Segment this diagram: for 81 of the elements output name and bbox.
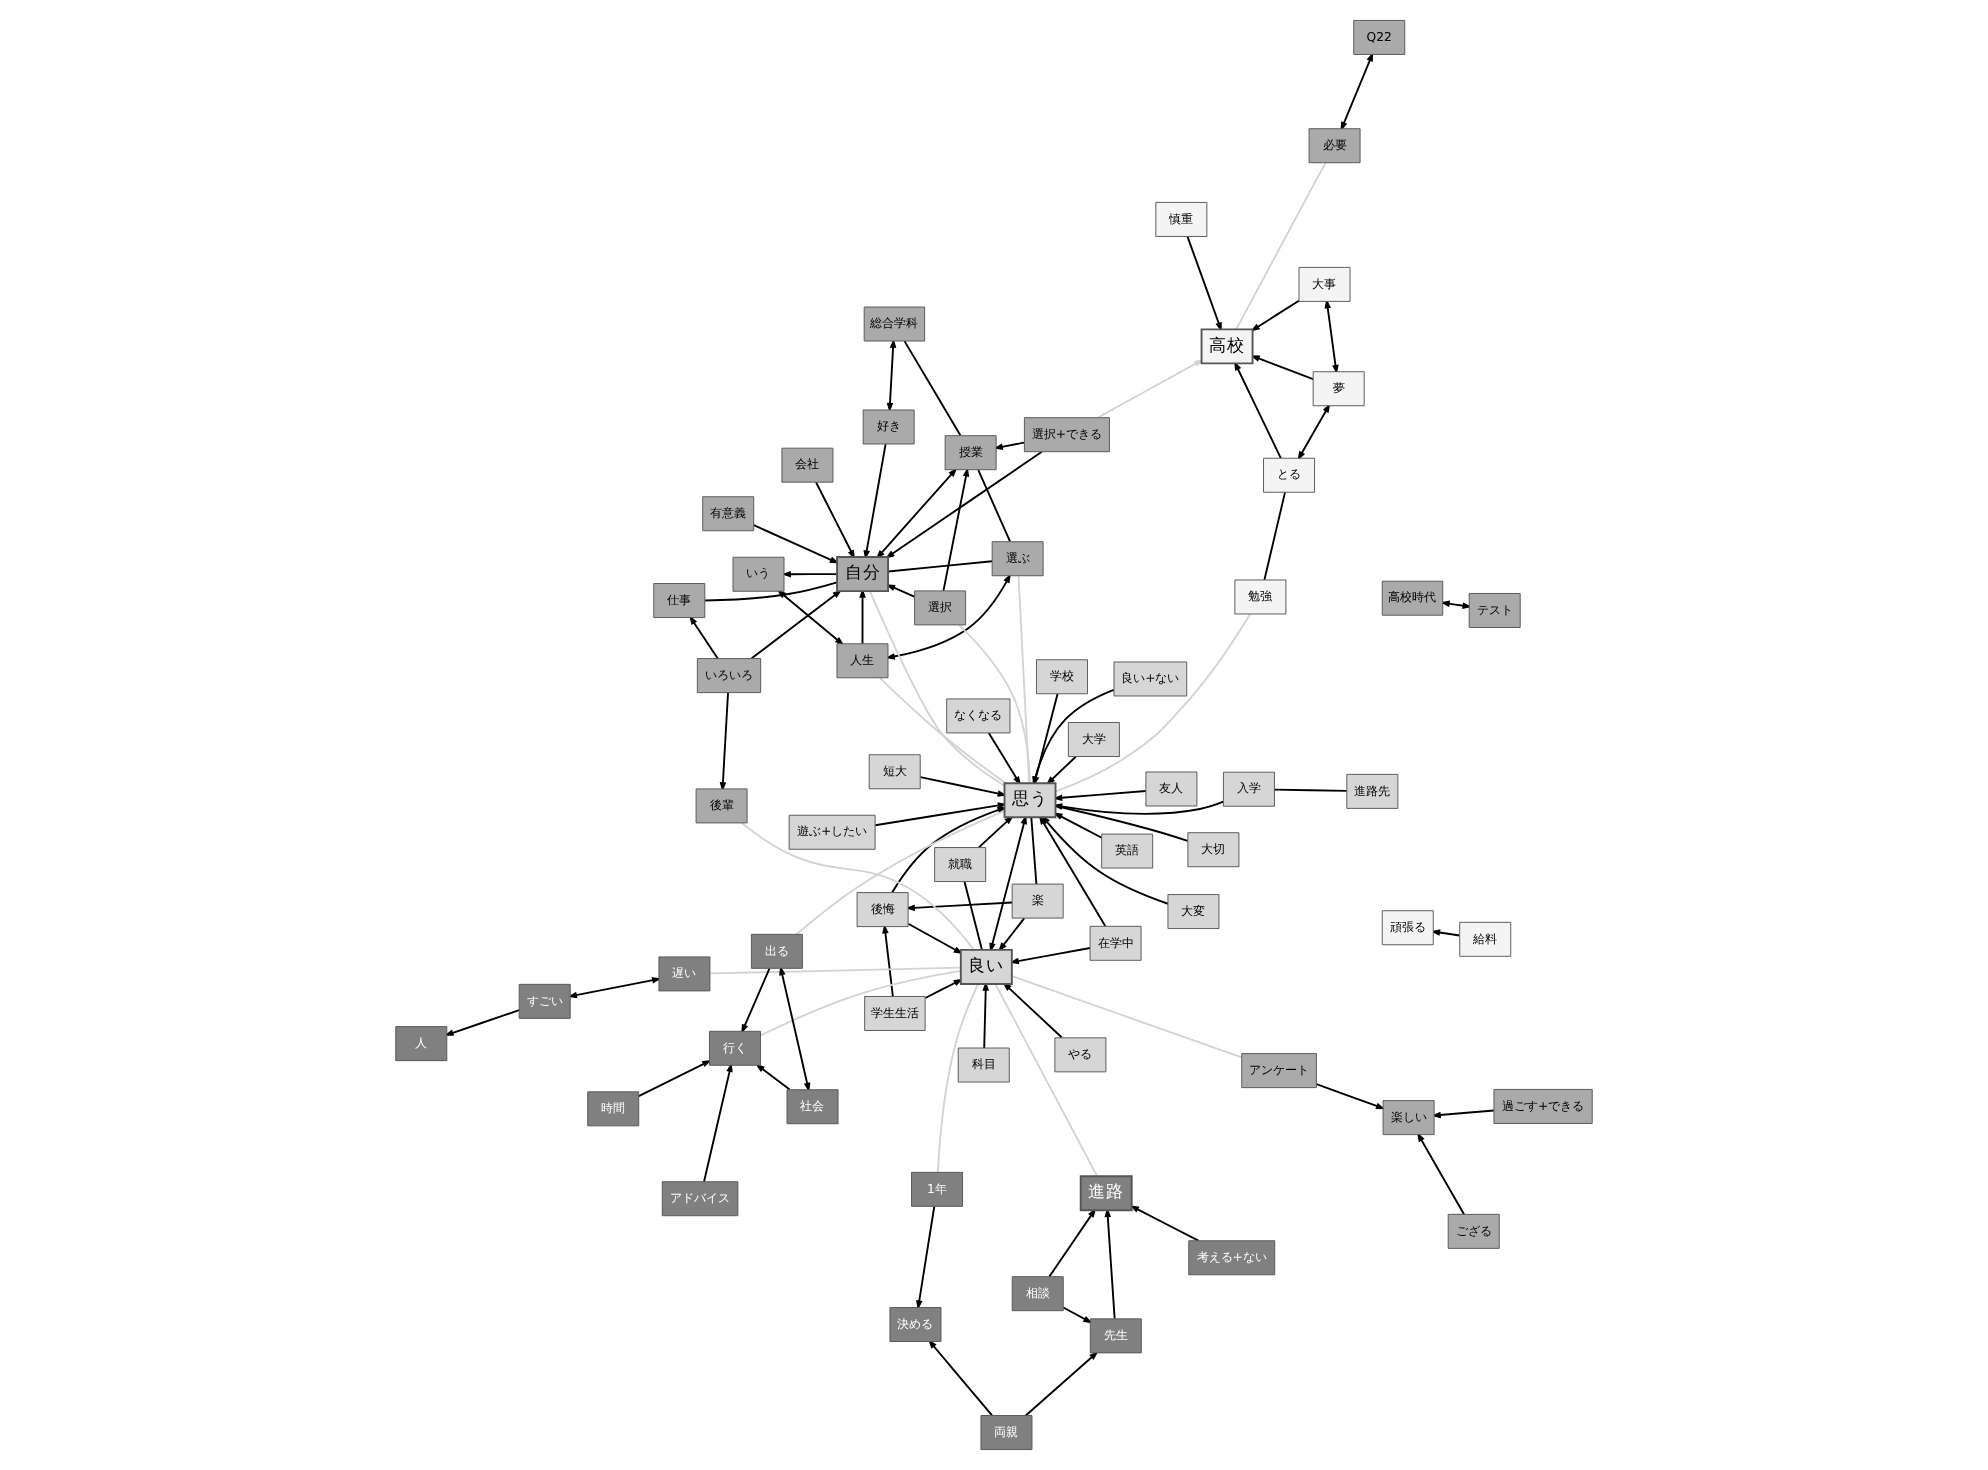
arrow: [905, 901, 1013, 912]
connector: [903, 340, 962, 437]
arrow: [755, 1063, 791, 1091]
arrow: [567, 976, 662, 999]
arrow: [1024, 1351, 1099, 1417]
node-box: 自分: [836, 556, 890, 593]
arrow: [891, 806, 1007, 894]
arrow: [1186, 235, 1222, 332]
arrow: [689, 615, 719, 660]
arrow: [1430, 929, 1461, 937]
arrow: [977, 815, 1014, 849]
arrow: [989, 814, 1028, 953]
node-box: 思う: [1003, 782, 1057, 819]
connector: [869, 590, 1006, 787]
arrow: [924, 978, 964, 999]
arrow: [815, 481, 856, 560]
arrow: [719, 691, 729, 792]
node-box: 良い: [959, 949, 1013, 985]
arrow: [916, 1205, 936, 1310]
arrow: [752, 524, 840, 564]
arrow: [882, 923, 894, 998]
arrow: [919, 776, 1008, 797]
arrow: [1250, 299, 1300, 332]
connector: [1010, 975, 1243, 1059]
connector: [1273, 788, 1348, 792]
connector: [1017, 575, 1031, 785]
arrow: [637, 1059, 712, 1098]
connector: [740, 822, 975, 951]
node-box: 高校: [1200, 328, 1254, 365]
connector: [1235, 161, 1327, 331]
arrow: [863, 443, 887, 560]
arrow: [703, 1062, 733, 1183]
connector: [887, 560, 993, 573]
connector: [759, 969, 962, 1037]
arrow: [875, 467, 958, 560]
arrow: [779, 965, 811, 1093]
arrow: [907, 922, 964, 955]
node-box: 進路: [1079, 1175, 1133, 1212]
connector: [1263, 491, 1286, 581]
arrow: [1324, 298, 1339, 375]
arrow: [885, 573, 1011, 660]
arrow: [993, 441, 1026, 450]
arrow: [885, 584, 916, 598]
arrow: [1052, 790, 1147, 802]
arrow: [927, 1339, 993, 1417]
arrow: [987, 732, 1022, 786]
arrow: [1234, 361, 1282, 460]
arrow: [1315, 1083, 1386, 1110]
connector: [709, 966, 962, 975]
connector: [1030, 816, 1038, 885]
arrow: [998, 917, 1026, 952]
arrow: [886, 338, 897, 413]
arrow: [982, 981, 989, 1049]
arrow: [1048, 1208, 1097, 1278]
arrow: [1250, 355, 1314, 380]
arrow: [942, 467, 970, 592]
arrow: [1096, 359, 1204, 419]
arrow: [444, 1009, 521, 1036]
connector: [958, 624, 1031, 785]
arrow: [1009, 947, 1091, 965]
arrow: [885, 450, 1043, 559]
arrow: [1045, 755, 1077, 786]
arrow: [1417, 1132, 1465, 1216]
arrow: [874, 802, 1008, 827]
connector: [936, 983, 979, 1174]
arrow: [1297, 403, 1331, 461]
arrow: [1104, 1207, 1116, 1320]
arrow: [1340, 51, 1374, 132]
arrow: [1129, 1205, 1200, 1242]
connector: [795, 809, 1006, 936]
connector: [977, 469, 1012, 543]
connector: [1054, 613, 1252, 793]
arrow: [1053, 812, 1103, 839]
arrow: [1041, 815, 1169, 905]
arrow: [859, 588, 866, 645]
connector: [963, 880, 983, 951]
arrow: [741, 967, 771, 1034]
connector: [879, 677, 1007, 785]
arrow: [1062, 1306, 1093, 1324]
arrow: [781, 570, 838, 578]
arrow: [1431, 1109, 1495, 1119]
